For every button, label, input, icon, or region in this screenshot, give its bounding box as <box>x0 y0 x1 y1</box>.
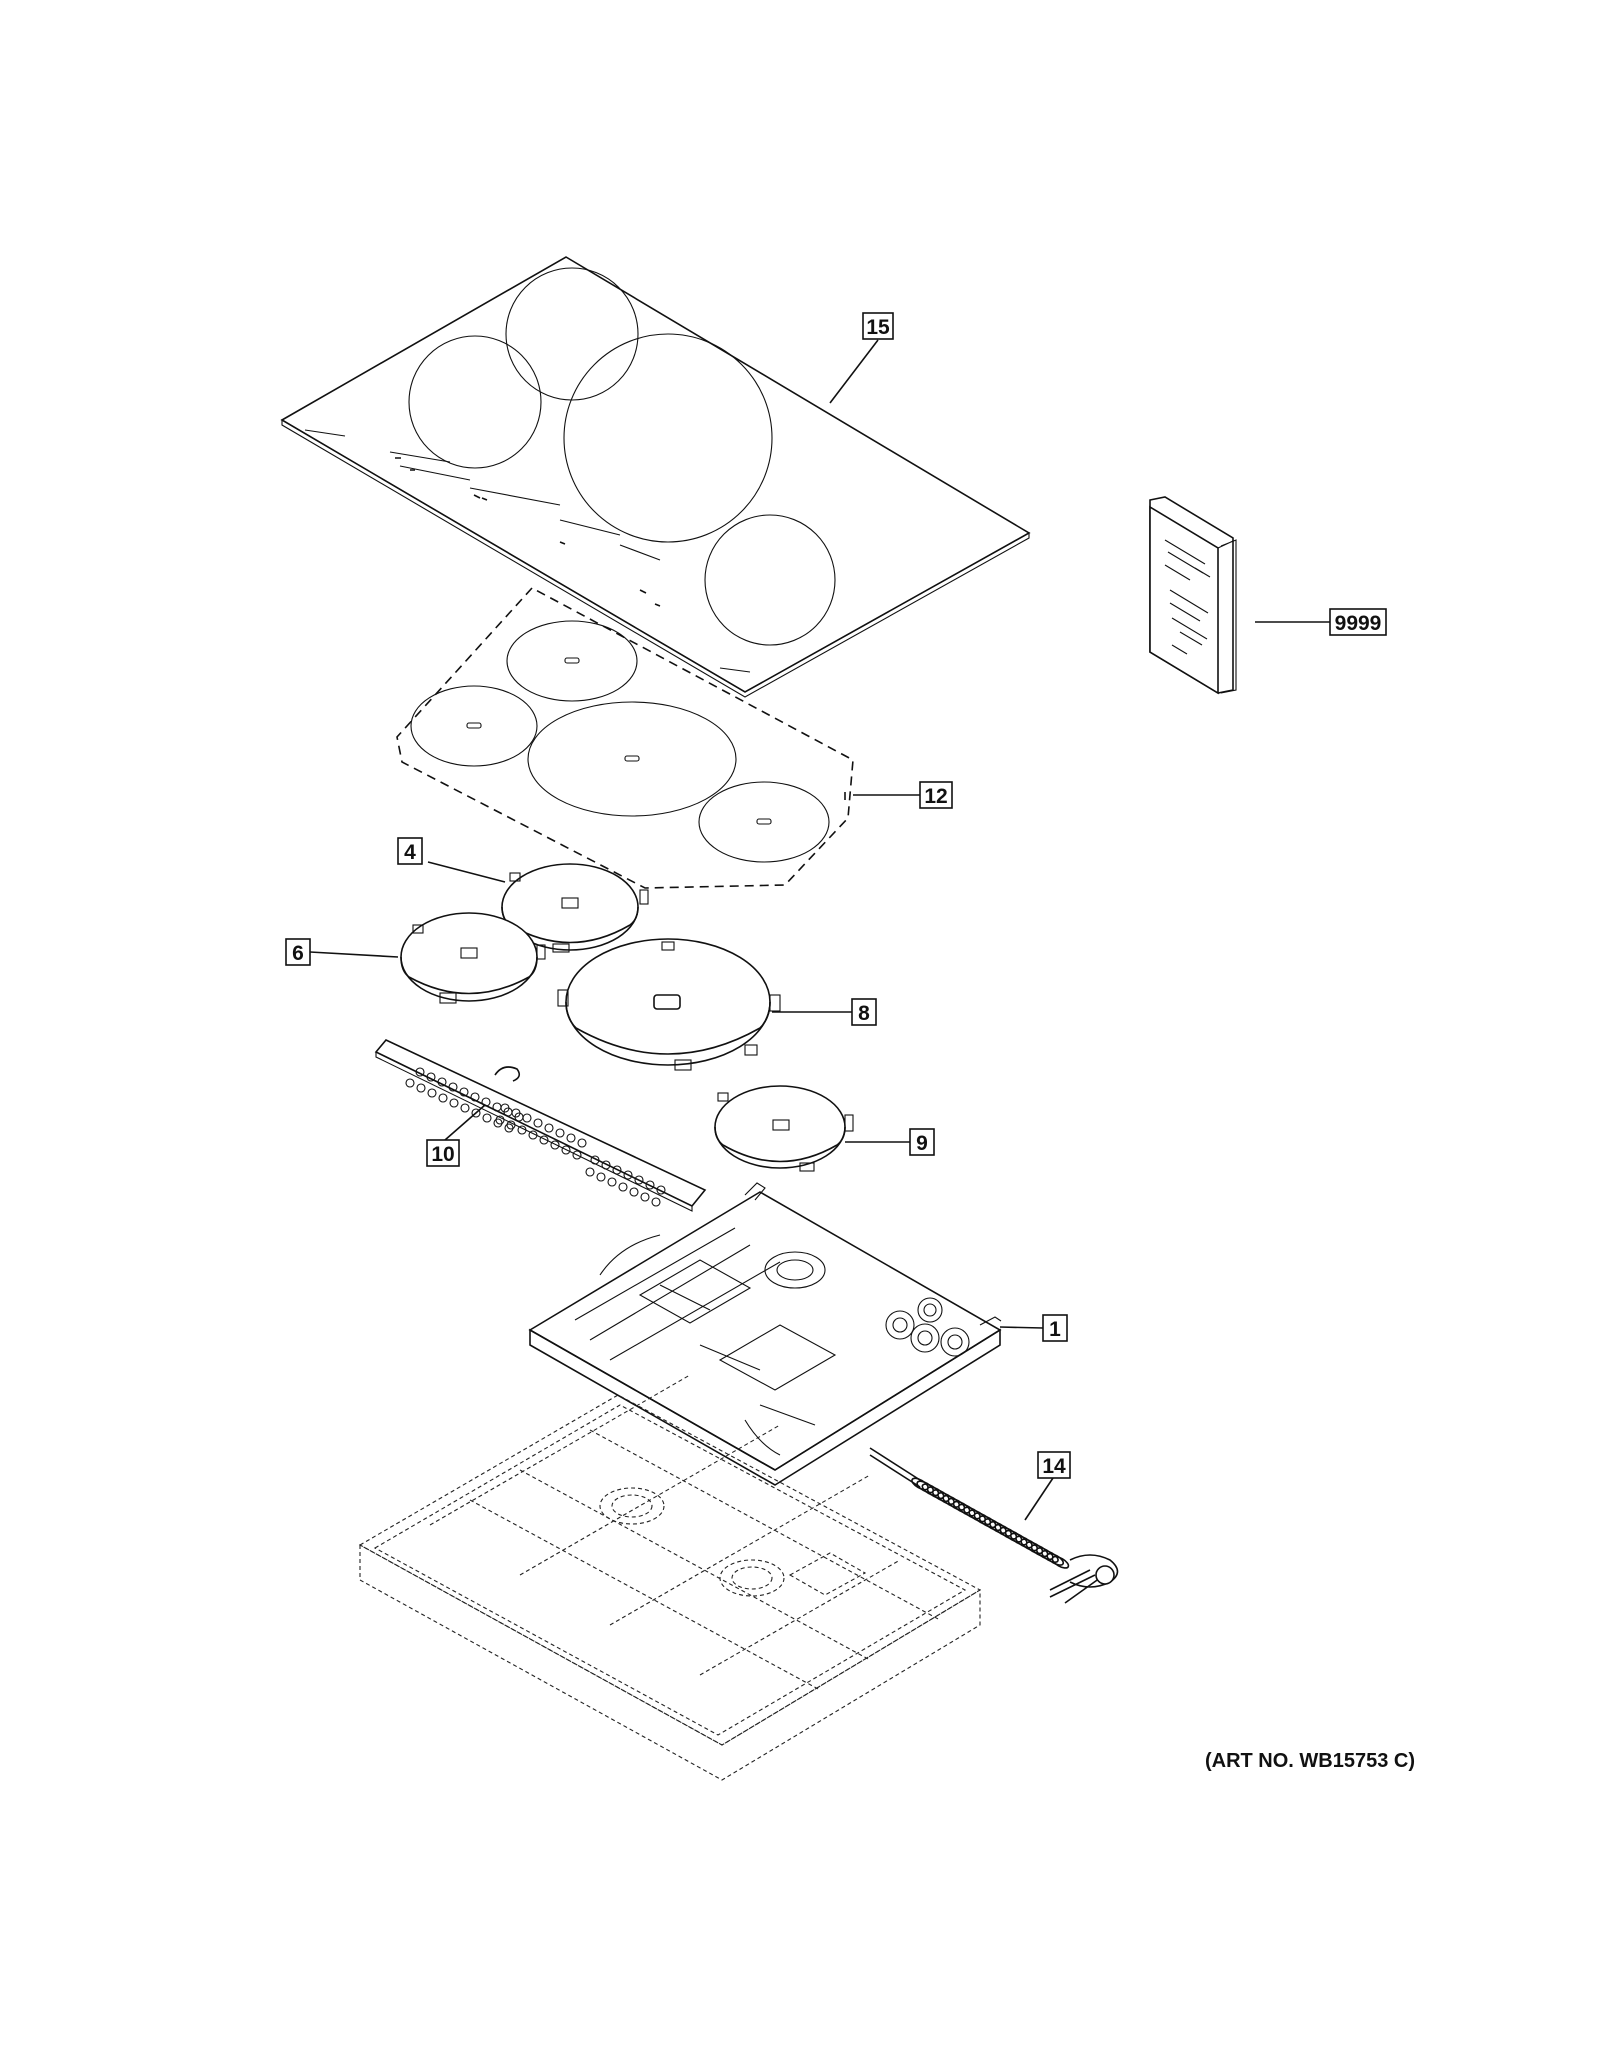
control-key-icon <box>618 1182 628 1192</box>
callout-15[interactable]: 15 <box>862 312 894 340</box>
control-key-icon <box>471 1108 481 1118</box>
control-key-icon <box>607 1177 617 1187</box>
control-key-icon <box>651 1197 661 1207</box>
control-key-icon <box>481 1097 491 1107</box>
owners-manual-part[interactable] <box>1149 496 1237 695</box>
control-key-icon <box>415 1067 425 1077</box>
control-key-icon <box>437 1077 447 1087</box>
svg-text:14: 14 <box>1042 1455 1066 1478</box>
control-key-icon <box>504 1123 514 1133</box>
power-cord-part[interactable] <box>869 1447 1119 1604</box>
control-key-icon <box>511 1108 521 1118</box>
induction-coil-small-part-6[interactable] <box>400 912 546 1004</box>
control-key-icon <box>495 1115 505 1125</box>
control-key-icon <box>577 1138 587 1148</box>
cord-coil-turn <box>1051 1555 1070 1569</box>
control-key-icon <box>561 1145 571 1155</box>
control-key-icon <box>645 1180 655 1190</box>
svg-text:6: 6 <box>292 942 304 965</box>
callout-12[interactable]: 12 <box>919 781 953 809</box>
callout-10[interactable]: 10 <box>426 1139 460 1167</box>
svg-text:4: 4 <box>404 841 416 864</box>
svg-text:9: 9 <box>916 1132 928 1155</box>
control-key-icon <box>506 1120 516 1130</box>
control-key-icon <box>470 1092 480 1102</box>
svg-text:10: 10 <box>431 1143 454 1166</box>
leader-lines <box>309 339 1330 1521</box>
art-number: (ART NO. WB15753 C) <box>1204 1750 1415 1772</box>
svg-text:15: 15 <box>866 316 890 339</box>
control-key-icon <box>634 1175 644 1185</box>
control-key-icon <box>426 1072 436 1082</box>
callout-14[interactable]: 14 <box>1037 1451 1071 1479</box>
callout-1[interactable]: 1 <box>1042 1314 1068 1342</box>
control-key-icon <box>427 1088 437 1098</box>
control-key-icon <box>640 1192 650 1202</box>
control-key-icon <box>522 1113 532 1123</box>
control-key-icon <box>623 1170 633 1180</box>
callout-9999[interactable]: 9999 <box>1329 608 1387 636</box>
control-key-icon <box>448 1082 458 1092</box>
control-key-icon <box>438 1093 448 1103</box>
callout-8[interactable]: 8 <box>851 998 877 1026</box>
control-key-icon <box>544 1123 554 1133</box>
control-key-icon <box>566 1133 576 1143</box>
control-key-icon <box>612 1165 622 1175</box>
chassis-frame-part[interactable] <box>528 1182 1002 1486</box>
control-key-icon <box>459 1087 469 1097</box>
glass-cooktop-part[interactable] <box>280 256 1031 698</box>
control-key-icon <box>585 1167 595 1177</box>
callout-6[interactable]: 6 <box>285 938 311 966</box>
bottom-enclosure <box>358 1374 982 1781</box>
control-key-icon <box>629 1187 639 1197</box>
control-key-icon <box>656 1185 666 1195</box>
svg-text:12: 12 <box>924 785 947 808</box>
svg-text:1: 1 <box>1049 1318 1061 1341</box>
control-key-icon <box>500 1103 510 1113</box>
control-key-icon <box>533 1118 543 1128</box>
control-key-icon <box>590 1155 600 1165</box>
control-key-icon <box>460 1103 470 1113</box>
callout-9[interactable]: 9 <box>909 1128 935 1156</box>
control-key-icon <box>528 1130 538 1140</box>
control-key-icon <box>493 1118 503 1128</box>
cord-coil-turn <box>1041 1550 1059 1563</box>
control-key-icon <box>601 1160 611 1170</box>
cord-coil-turn <box>1046 1552 1065 1566</box>
induction-coil-large-part-8[interactable] <box>557 938 781 1071</box>
control-board-part[interactable] <box>374 1039 707 1212</box>
burner-pad-set-part[interactable] <box>396 586 854 889</box>
control-key-icon <box>596 1172 606 1182</box>
control-key-icon <box>550 1140 560 1150</box>
induction-coil-medium-part-9[interactable] <box>714 1085 854 1172</box>
control-key-icon <box>539 1135 549 1145</box>
control-key-icon <box>517 1125 527 1135</box>
control-key-icon <box>555 1128 565 1138</box>
control-key-icon <box>449 1098 459 1108</box>
control-key-icon <box>405 1078 415 1088</box>
control-key-icon <box>416 1083 426 1093</box>
svg-text:9999: 9999 <box>1335 612 1382 635</box>
control-key-icon <box>572 1150 582 1160</box>
svg-text:8: 8 <box>858 1002 870 1025</box>
callout-4[interactable]: 4 <box>397 837 423 865</box>
control-key-icon <box>482 1113 492 1123</box>
